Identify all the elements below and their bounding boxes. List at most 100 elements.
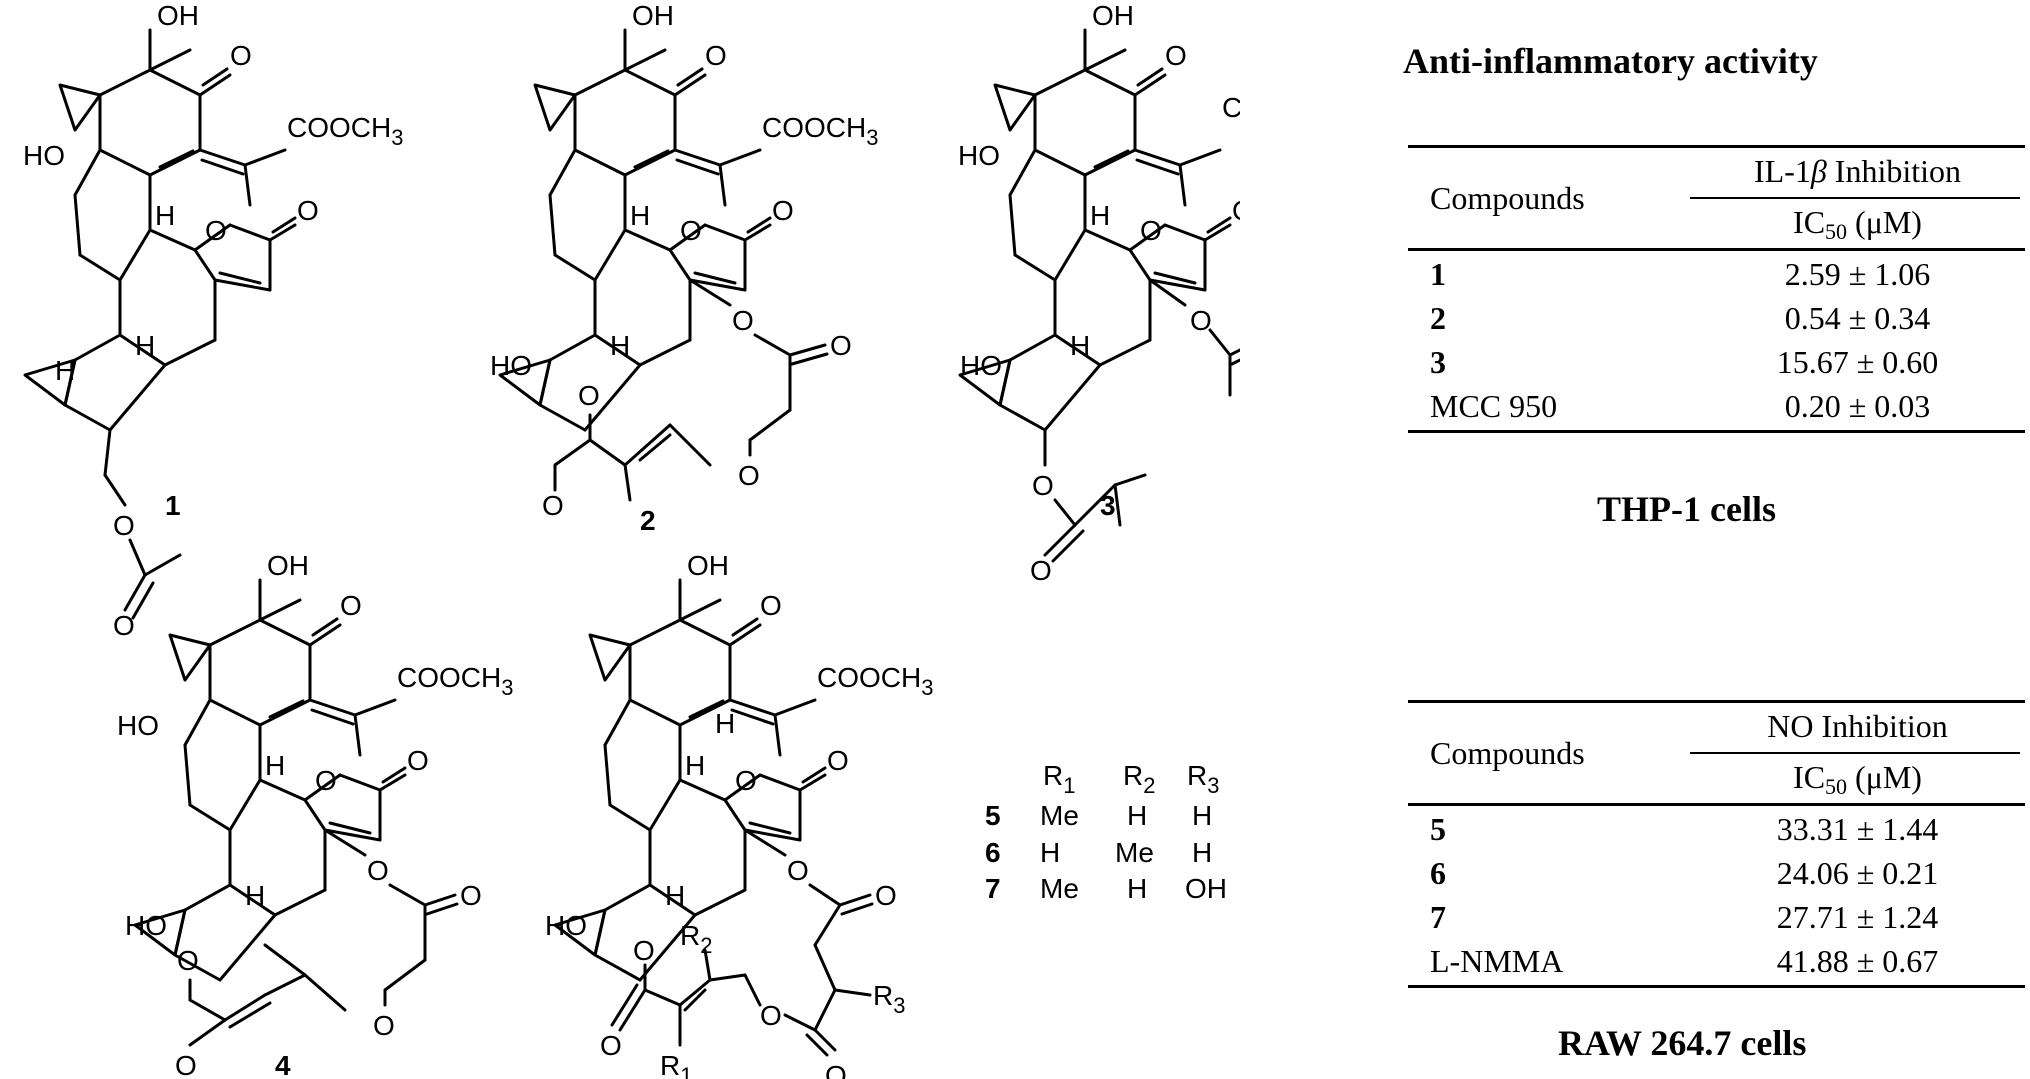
atom-o: O xyxy=(315,765,337,796)
r3-header: R3 xyxy=(1187,760,1219,798)
panel-title: Anti-inflammatory activity xyxy=(1403,41,1818,81)
atom-o: O xyxy=(600,1030,622,1061)
atom-o: O xyxy=(1030,555,1052,586)
atom-o: O xyxy=(705,40,727,71)
table2-row-value: 27.71 ± 1.24 xyxy=(1776,899,1939,935)
atom-h: H xyxy=(685,750,705,781)
table2-col2-header: NO Inhibition xyxy=(1767,708,1948,744)
atom-o: O xyxy=(875,880,897,911)
table2-col1-header: Compounds xyxy=(1430,735,1585,771)
table2-col2-subheader: IC50 (μM) xyxy=(1793,759,1922,799)
r1-header: R1 xyxy=(1043,760,1075,798)
table2-row-compound: L-NMMA xyxy=(1430,943,1564,979)
atom-o: O xyxy=(177,945,199,976)
atom-o: O xyxy=(407,745,429,776)
atom-h: H xyxy=(155,200,175,231)
atom-o: O xyxy=(738,460,760,491)
atom-h: H xyxy=(1070,330,1090,361)
atom-o: O xyxy=(1232,195,1240,226)
atom-o: O xyxy=(1165,40,1187,71)
atom-ho: HO xyxy=(490,350,532,381)
atom-cooch3: COOCH3 xyxy=(287,112,403,150)
atom-h: H xyxy=(245,880,265,911)
atom-o: O xyxy=(735,765,757,796)
structure-4: OH O COOCH3 HO H O O H HO O O O O O 4 xyxy=(117,550,513,1079)
atom-r1: R1 xyxy=(660,1050,692,1079)
r-row-r1: Me xyxy=(1040,873,1079,904)
atom-h: H xyxy=(665,880,685,911)
compound-label-1: 1 xyxy=(165,490,181,521)
atom-o: O xyxy=(787,855,809,886)
table1-row-value: 15.67 ± 0.60 xyxy=(1776,344,1939,380)
table1-row-compound: MCC 950 xyxy=(1430,388,1558,424)
table1-row-value: 0.54 ± 0.34 xyxy=(1784,300,1931,336)
atom-oh: OH xyxy=(267,550,309,581)
table1-top-rule xyxy=(1408,145,2025,148)
atom-cooch3: COOCH3 xyxy=(762,112,878,150)
r-row-r1: Me xyxy=(1040,800,1079,831)
atom-o: O xyxy=(113,610,135,641)
table2-row-compound: 5 xyxy=(1430,811,1446,847)
structure-2: OH O COOCH3 H O O H HO O O O O O 2 xyxy=(490,0,878,536)
atom-h: H xyxy=(55,355,75,386)
table1-col1-header: Compounds xyxy=(1430,180,1585,216)
atom-o: O xyxy=(367,855,389,886)
atom-r3: R3 xyxy=(873,980,905,1018)
structure-5-7: OH O COOCH3 H H O O H HO O O R3 O O R2 R… xyxy=(545,550,933,1079)
atom-o: O xyxy=(373,1010,395,1041)
r-row-r2: H xyxy=(1127,873,1147,904)
compound-label-2: 2 xyxy=(640,505,656,536)
atom-o: O xyxy=(1140,215,1162,246)
atom-cooch3: COOCH3 xyxy=(397,662,513,700)
table1-mid-rule xyxy=(1690,197,2020,199)
table1-header-rule xyxy=(1408,248,2025,251)
table1-row-compound: 1 xyxy=(1430,256,1446,292)
atom-o: O xyxy=(830,330,852,361)
atom-o: O xyxy=(1032,470,1054,501)
atom-o: O xyxy=(827,745,849,776)
atom-h: H xyxy=(610,330,630,361)
compound-label-4: 4 xyxy=(275,1050,291,1079)
table1-cell-line: THP-1 cells xyxy=(1597,489,1776,529)
r2-header: R2 xyxy=(1123,760,1155,798)
atom-o: O xyxy=(113,510,135,541)
table2-header-rule xyxy=(1408,803,2025,806)
table1-row-compound: 2 xyxy=(1430,300,1446,336)
atom-oh: OH xyxy=(632,0,674,31)
r-row-compound: 7 xyxy=(985,873,1001,904)
atom-h: H xyxy=(1090,200,1110,231)
atom-ho: HO xyxy=(117,710,159,741)
compound-label-3: 3 xyxy=(1100,490,1116,521)
r-row-compound: 6 xyxy=(985,837,1001,868)
r-row-r3: H xyxy=(1192,800,1212,831)
atom-h: H xyxy=(630,200,650,231)
atom-h: H xyxy=(265,750,285,781)
atom-o: O xyxy=(760,1000,782,1031)
atom-oh: OH xyxy=(1092,0,1134,31)
table1-col2-subheader: IC50 (μM) xyxy=(1793,204,1922,244)
table2-mid-rule xyxy=(1690,752,2020,754)
atom-o: O xyxy=(633,935,655,966)
r-row-r2: H xyxy=(1127,800,1147,831)
structure-3: OH O COOCH3 HO H O O H HO O O O O 3 xyxy=(958,0,1240,586)
table2-bottom-rule xyxy=(1408,985,2025,988)
chemical-structures: OH O COOCH3 HO H O O H H O O 1 OH O COOC… xyxy=(23,0,1240,1079)
table2-cell-line: RAW 264.7 cells xyxy=(1558,1023,1807,1063)
atom-oh: OH xyxy=(687,550,729,581)
atom-ho: HO xyxy=(958,140,1000,171)
table1-row-compound: 3 xyxy=(1430,344,1446,380)
table1-row-value: 2.59 ± 1.06 xyxy=(1784,256,1931,292)
atom-o: O xyxy=(1190,305,1212,336)
atom-o: O xyxy=(460,880,482,911)
atom-r2: R2 xyxy=(680,920,712,958)
table2-row-value: 24.06 ± 0.21 xyxy=(1776,855,1939,891)
table2-row-value: 33.31 ± 1.44 xyxy=(1776,811,1939,847)
r-row-compound: 5 xyxy=(985,800,1001,831)
table2-row-value: 41.88 ± 0.67 xyxy=(1776,943,1939,979)
atom-o: O xyxy=(542,490,564,521)
atom-o: O xyxy=(578,380,600,411)
atom-o: O xyxy=(680,215,702,246)
r-group-table: R1 R2 R3 5 Me H H 6 H Me H 7 Me H OH xyxy=(985,760,1227,904)
atom-ho: HO xyxy=(960,350,1002,381)
atom-o: O xyxy=(772,195,794,226)
